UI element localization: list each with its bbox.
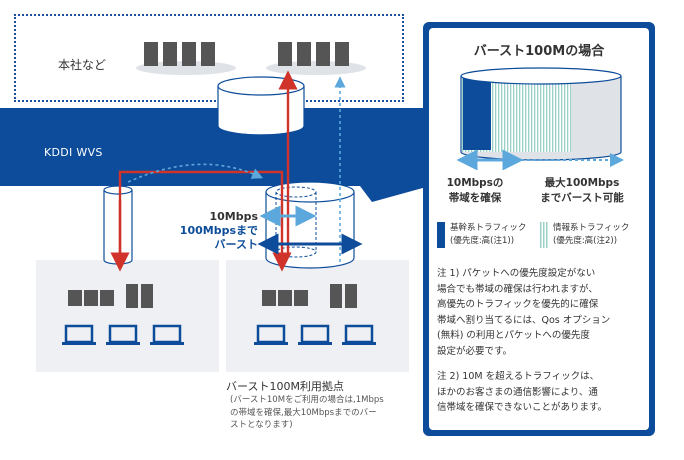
max-label-1: 最大100Mbps	[544, 177, 620, 189]
legend-core-line2: (優先度:高(注1))	[450, 236, 515, 246]
legend-info-swatch	[540, 222, 548, 248]
burst-site-note-1: (バースト10Mをご利用の場合は,1Mbps	[230, 395, 384, 405]
hq-cylinder	[217, 76, 305, 136]
legend-core-line1: 基幹系トラフィック	[450, 223, 527, 233]
panel-connector	[360, 150, 430, 202]
guaranteed-label-1: 10Mbpsの	[446, 177, 504, 189]
burst-site-note-2: の帯域を確保,最大10Mbpsまでのバー	[230, 407, 377, 418]
branch-site-left	[36, 260, 219, 372]
site-left-equipment	[62, 284, 184, 345]
note1-line1: 注 1) パケットへの優先度設定がない	[437, 268, 596, 279]
kddi-wvs-label: KDDI WVS	[44, 146, 103, 159]
legend-info-line2: (優先度:高(注2))	[553, 236, 618, 246]
site-left-cylinder	[103, 185, 133, 265]
hq-label: 本社など	[58, 58, 107, 72]
hq-servers-left	[136, 42, 236, 75]
note1-line4: 帯域へ割り当てるには、Qos オプション	[437, 314, 611, 326]
note1-line2: 場合でも帯域の確保は行われますが、	[437, 283, 598, 295]
burst-label-100m: 100Mbpsまで	[179, 224, 258, 237]
hq-servers-right	[266, 42, 366, 75]
burst-site-title: バースト100M利用拠点	[226, 380, 344, 393]
note1-line5: (無料) の利用とパケットへの優先度	[437, 330, 590, 341]
burst-label-10m: 10Mbps	[209, 210, 258, 223]
note1-line3: 高優先のトラフィックを優先的に確保	[437, 299, 599, 310]
burst-label-burst: バースト	[214, 238, 258, 251]
bandwidth-arrows	[257, 205, 363, 255]
note2-line3: 信帯域を確保できないことがあります。	[437, 402, 608, 413]
branch-site-right	[226, 260, 409, 372]
note2-line1: 注 2) 10M を超えるトラフィックは、	[437, 371, 600, 382]
guaranteed-label-2: 帯域を確保	[448, 192, 502, 204]
legend-core-swatch	[437, 222, 445, 248]
panel-title: バースト100Mの場合	[473, 44, 605, 59]
note1-line6: 設定が必要です。	[437, 345, 513, 357]
burst-cylinder-illustration	[456, 67, 624, 170]
note2-line2: ほかのお客さまの通信影響により、通	[437, 386, 598, 398]
site-right-equipment	[254, 284, 376, 345]
max-label-2: までバースト可能	[540, 192, 624, 204]
burst-traffic-path	[127, 76, 346, 262]
legend-info-line1: 情報系トラフィック	[553, 223, 630, 233]
burst-site-note-3: ストとなります)	[230, 420, 293, 430]
